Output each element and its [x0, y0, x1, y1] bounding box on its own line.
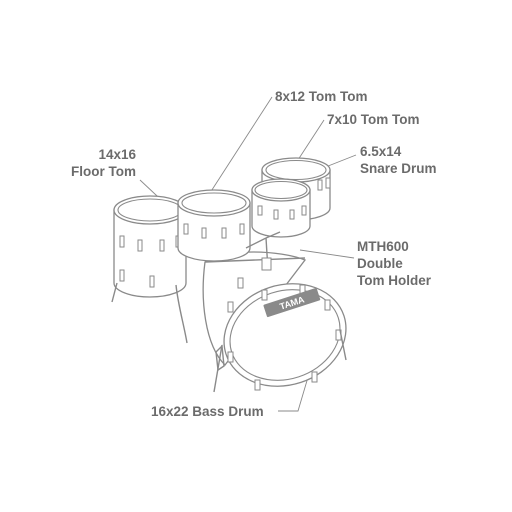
label-snare-name: Snare Drum	[360, 161, 437, 176]
leader-lines	[139, 96, 357, 412]
label-tom-holder: MTH600 Double Tom Holder	[357, 238, 431, 289]
label-holder-model: MTH600	[357, 239, 409, 254]
floor-tom-leg-left	[111, 282, 118, 303]
label-floor-tom-name: Floor Tom	[71, 164, 136, 179]
floor-tom	[111, 195, 188, 344]
label-7x10-tom: 7x10 Tom Tom	[327, 112, 420, 127]
bass-spur-right	[339, 329, 347, 361]
label-holder-line2: Tom Holder	[357, 273, 431, 288]
label-bass-drum: 16x22 Bass Drum	[151, 404, 264, 419]
label-snare-size: 6.5x14	[360, 144, 402, 159]
double-tom-holder	[245, 231, 281, 271]
bass-pedal	[215, 344, 225, 372]
leader-8x12-tom	[207, 96, 273, 197]
label-8x12-tom: 8x12 Tom Tom	[275, 89, 368, 104]
label-snare-drum: 6.5x14 Snare Drum	[360, 143, 437, 177]
label-floor-tom-size: 14x16	[98, 147, 136, 162]
bass-drum-lugs	[227, 277, 342, 391]
floor-tom-leg-front	[175, 284, 188, 344]
label-floor-tom: 14x16 Floor Tom	[60, 146, 136, 180]
tom-7x10	[251, 178, 311, 238]
tom-8x12	[177, 189, 251, 262]
bass-drum: TAMA	[202, 251, 347, 393]
label-holder-line1: Double	[357, 256, 403, 271]
leader-tom-holder	[299, 249, 355, 259]
